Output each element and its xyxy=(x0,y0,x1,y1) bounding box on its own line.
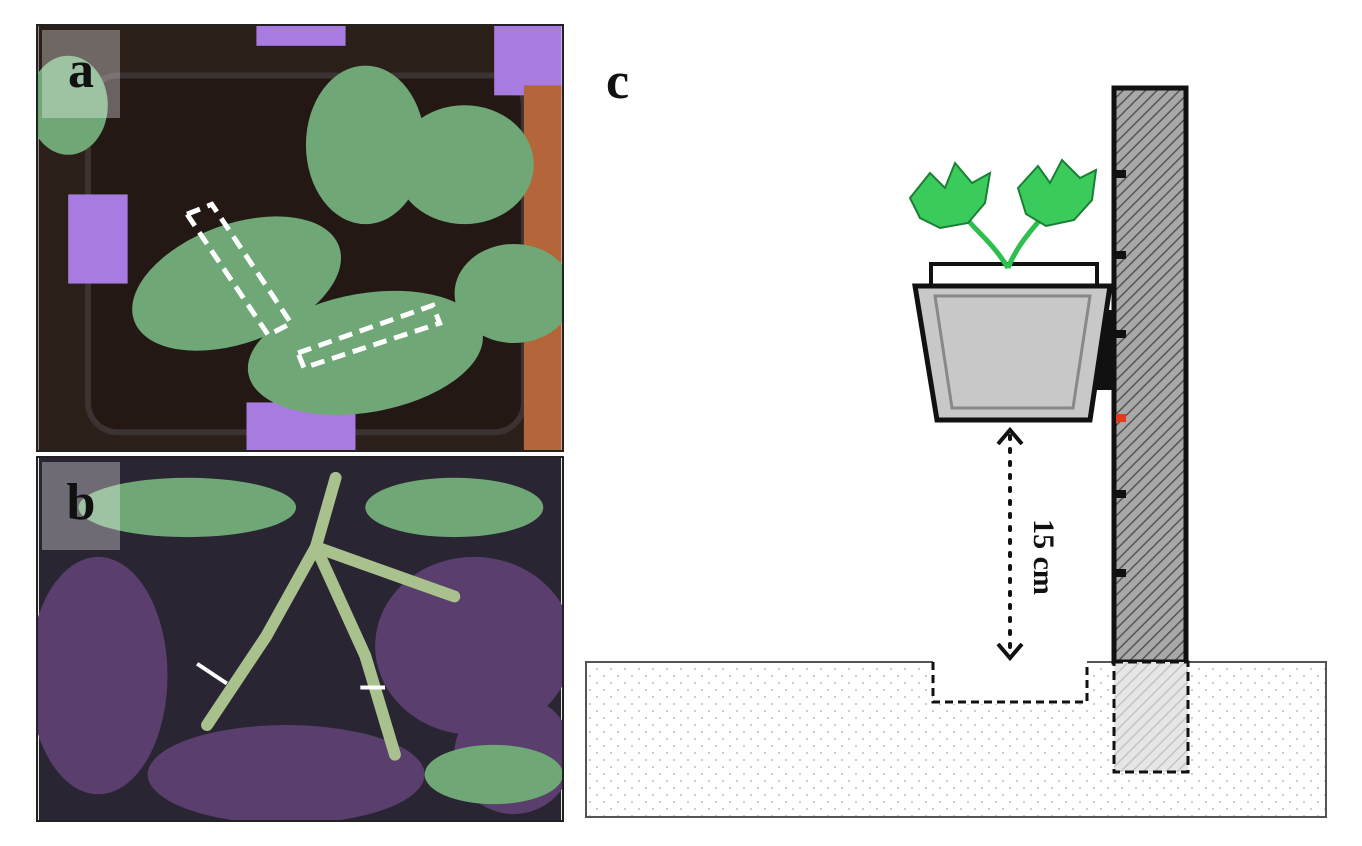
panel-label-b: b xyxy=(42,462,120,550)
photo-panel-b: b xyxy=(36,456,564,822)
measurement-boxes xyxy=(185,201,443,371)
stand-base-embedded xyxy=(1112,660,1190,774)
vertical-stand xyxy=(1111,85,1189,665)
setup-diagram xyxy=(585,85,1327,818)
panel-label-a: a xyxy=(42,30,120,118)
distance-arrow xyxy=(996,426,1024,662)
pot-body xyxy=(912,283,1113,423)
width-markers xyxy=(196,662,386,690)
distance-label: 15 cm xyxy=(1026,519,1060,595)
plant-tag xyxy=(256,26,346,46)
stand-tick-marks xyxy=(1116,170,1126,577)
green-leaflets xyxy=(78,477,562,805)
folded-petioles xyxy=(201,471,461,761)
ground-recess xyxy=(931,662,1089,704)
pot-inner-rim xyxy=(929,262,1099,288)
photo-panel-a: a xyxy=(36,24,564,452)
plant-tag xyxy=(68,194,128,284)
panel-label-c: c xyxy=(606,53,630,110)
pot-inner-outline xyxy=(933,294,1092,410)
stand-marker-red xyxy=(1116,414,1126,422)
plant-tag xyxy=(494,26,562,96)
ground-recess-fill xyxy=(933,660,1087,704)
plant-icon xyxy=(908,158,1098,270)
plant-top-view-photo xyxy=(38,26,562,450)
folded-leaves-photo xyxy=(38,458,562,820)
